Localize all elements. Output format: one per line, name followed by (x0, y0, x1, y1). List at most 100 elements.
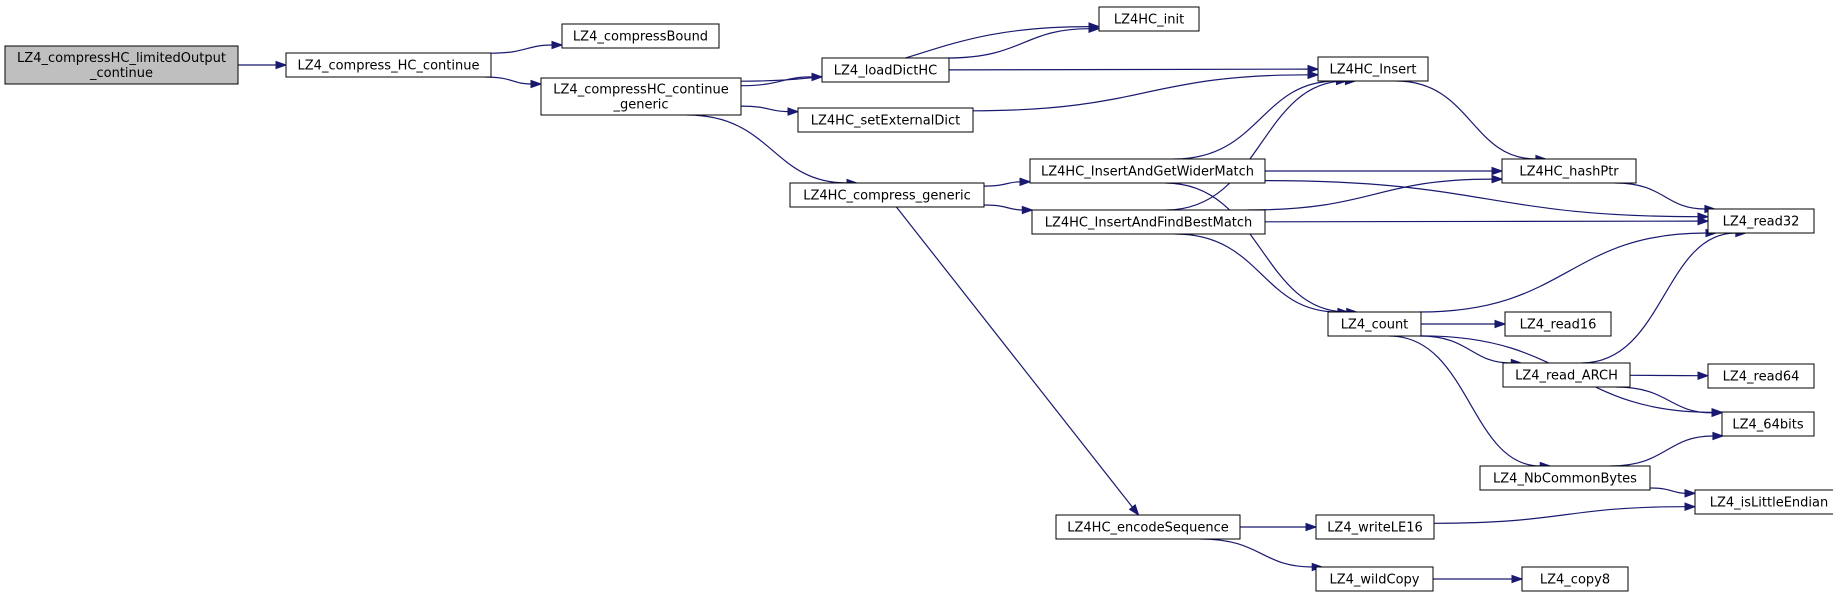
function-node-wildCopy[interactable]: LZ4_wildCopy (1315, 566, 1434, 592)
function-node-compress-generic[interactable]: LZ4HC_compress_generic (789, 182, 985, 208)
node-label: LZ4_read32 (1723, 215, 1800, 230)
node-box (1502, 362, 1631, 388)
edge-line (1610, 435, 1713, 467)
function-node-nbcommon[interactable]: LZ4_NbCommonBytes (1479, 465, 1651, 491)
edge-arrowhead (1711, 408, 1724, 418)
edge-line (1581, 232, 1736, 364)
edge-nbcommon-to-little_endian (1649, 487, 1697, 498)
edge-compress_generic-to-best_match (983, 204, 1034, 215)
node-box (797, 107, 974, 133)
function-node-read-arch[interactable]: LZ4_read_ARCH (1502, 362, 1631, 388)
function-node-read64[interactable]: LZ4_read64 (1707, 363, 1815, 389)
edge-best_match-to-read32 (1264, 216, 1710, 226)
node-box (1501, 158, 1637, 184)
function-node-copy8[interactable]: LZ4_copy8 (1521, 566, 1629, 592)
function-node-setExternalDict[interactable]: LZ4HC_setExternalDict (797, 107, 974, 133)
node-label: LZ4_read_ARCH (1515, 369, 1618, 384)
function-node-count[interactable]: LZ4_count (1327, 311, 1422, 337)
edge-continue_generic-to-loadDictHC (740, 72, 824, 87)
node-label: LZ4HC_InsertAndGetWiderMatch (1041, 165, 1254, 180)
edge-compress_generic-to-encodeSequence (895, 206, 1140, 517)
function-node-best-match[interactable]: LZ4HC_InsertAndFindBestMatch (1031, 209, 1266, 235)
edge-line (1419, 232, 1707, 313)
node-label: LZ4_compressHC_continue (553, 83, 728, 98)
edge-arrowhead (1491, 174, 1504, 184)
function-node-hashPtr[interactable]: LZ4HC_hashPtr (1501, 158, 1637, 184)
edge-loadDictHC-to-hc_init (947, 24, 1101, 59)
node-box (821, 57, 950, 83)
node-box (1521, 566, 1629, 592)
function-node-hc-insert[interactable]: LZ4HC_Insert (1317, 56, 1429, 82)
node-label: LZ4HC_hashPtr (1519, 165, 1619, 180)
node-label: _continue (89, 66, 153, 81)
edge-line (1389, 335, 1541, 467)
node-label: LZ4_read64 (1723, 370, 1800, 385)
edge-wider_match-to-hc_insert (1173, 76, 1348, 160)
edge-best_match-to-hc_insert (1166, 76, 1357, 211)
edge-line (1165, 182, 1347, 313)
function-node-encodeSequence[interactable]: LZ4HC_encodeSequence (1055, 514, 1241, 540)
function-node-compressBound[interactable]: LZ4_compressBound (561, 23, 720, 49)
node-label: LZ4_compressBound (573, 30, 708, 45)
edge-arrowhead (1697, 371, 1710, 381)
edge-line (1649, 487, 1686, 494)
edge-line (983, 181, 1021, 187)
node-label: LZ4_loadDictHC (834, 64, 937, 79)
edge-line (1264, 220, 1699, 223)
edge-compress_generic-to-wider_match (983, 177, 1032, 187)
edge-root-to-compress_HC_continue (238, 60, 288, 70)
call-graph-edges (238, 22, 1748, 584)
edge-arrowhead (1307, 70, 1320, 80)
edge-arrowhead (1019, 177, 1032, 187)
edge-line (687, 114, 848, 184)
node-label: _generic (612, 98, 668, 113)
edge-arrowhead (787, 107, 800, 116)
node-box (1327, 311, 1422, 337)
node-box (1479, 465, 1651, 491)
node-box (1707, 363, 1815, 389)
node-box (789, 182, 985, 208)
edge-compress_HC_continue-to-compressBound (490, 40, 564, 54)
edge-line (1396, 80, 1536, 160)
node-label: LZ4_NbCommonBytes (1493, 472, 1637, 487)
edge-arrowhead (1491, 166, 1504, 176)
node-label: LZ4_compress_HC_continue (298, 59, 480, 74)
edge-arrowhead (1684, 488, 1697, 498)
root-function-node: LZ4_compressHC_limitedOutput_continue (4, 45, 239, 85)
function-node-continue-generic[interactable]: LZ4_compressHC_continue_generic (540, 77, 742, 116)
function-node-hc-init[interactable]: LZ4HC_init (1098, 6, 1200, 32)
node-box (1721, 411, 1815, 437)
function-node-wider-match[interactable]: LZ4HC_InsertAndGetWiderMatch (1029, 158, 1266, 184)
edge-line (947, 28, 1090, 59)
edge-count-to-read_arch (1419, 335, 1523, 368)
edge-arrowhead (1494, 319, 1507, 329)
function-node-writeLE16[interactable]: LZ4_writeLE16 (1315, 514, 1435, 540)
function-node-loadDictHC[interactable]: LZ4_loadDictHC (821, 57, 950, 83)
edge-hashPtr-to-read32 (1615, 182, 1717, 214)
function-node-bits64[interactable]: LZ4_64bits (1721, 411, 1815, 437)
edge-line (1615, 182, 1705, 210)
edge-arrowhead (275, 60, 288, 70)
node-label: LZ4HC_InsertAndFindBestMatch (1045, 216, 1253, 231)
edge-line (740, 26, 1090, 82)
node-label: LZ4HC_encodeSequence (1067, 521, 1228, 536)
function-node-read16[interactable]: LZ4_read16 (1504, 311, 1612, 337)
function-node-compress-HC-continue[interactable]: LZ4_compress_HC_continue (285, 52, 492, 78)
edge-wildCopy-to-copy8 (1433, 574, 1524, 584)
edge-count-to-nbcommon (1389, 335, 1552, 471)
edge-line (1166, 80, 1346, 211)
edge-encodeSequence-to-writeLE16 (1240, 522, 1318, 532)
function-node-read32[interactable]: LZ4_read32 (1707, 208, 1815, 234)
edge-line (972, 74, 1309, 112)
function-node-little-endian[interactable]: LZ4_isLittleEndian (1694, 489, 1833, 515)
edge-line (1175, 233, 1338, 313)
node-label: LZ4_wildCopy (1329, 573, 1419, 588)
edge-read_arch-to-read32 (1581, 228, 1748, 364)
node-label: LZ4HC_compress_generic (803, 189, 970, 204)
node-box (1031, 209, 1266, 235)
edge-line (983, 204, 1023, 211)
edge-line (1615, 386, 1713, 414)
node-label: LZ4_count (1341, 318, 1409, 333)
node-label: LZ4_64bits (1732, 418, 1803, 433)
node-box (1707, 208, 1815, 234)
